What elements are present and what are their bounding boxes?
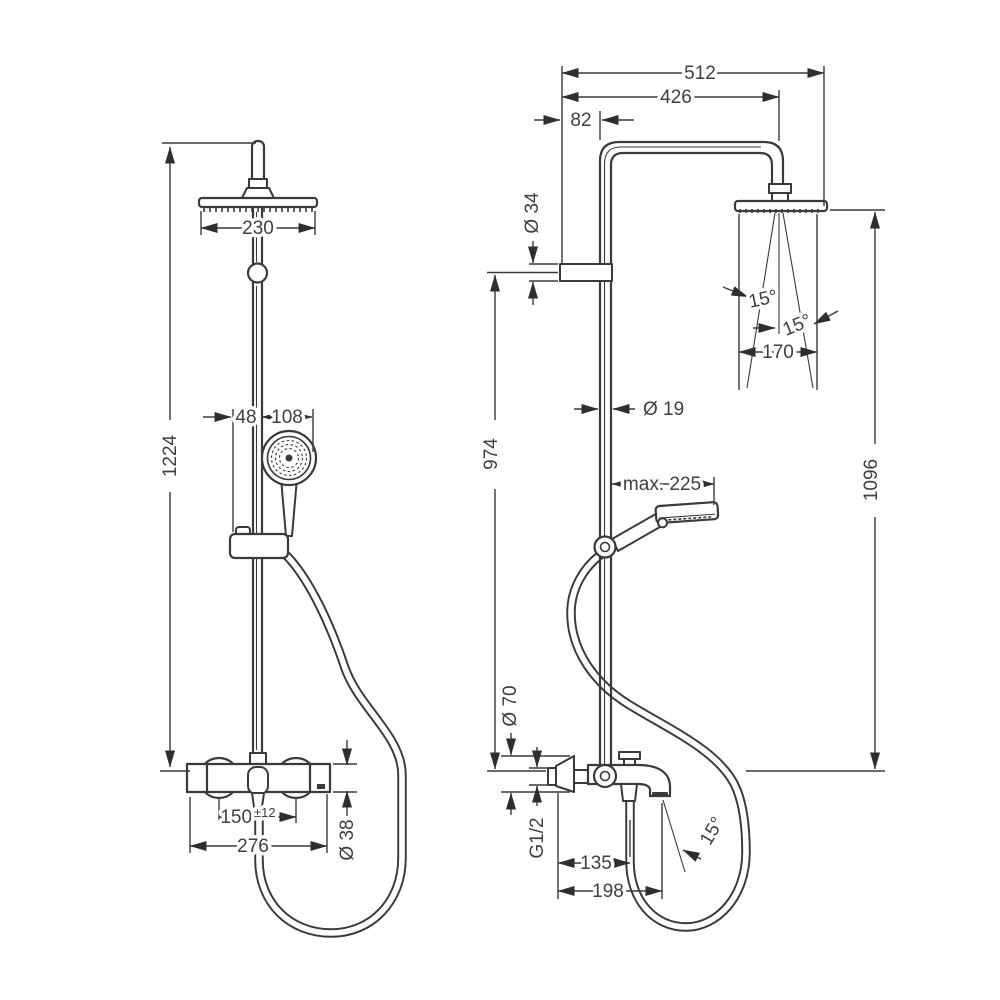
dim-276-label: 276 (237, 836, 269, 857)
dim-pipe-height: 974 (478, 271, 558, 772)
dim-230-label: 230 (242, 218, 274, 239)
holder-body (228, 532, 290, 560)
spout-angle-label: 15° (696, 814, 729, 849)
dim-150-value: 150 (220, 807, 252, 828)
dim-handshower-reach: max. 225 (611, 471, 715, 505)
spray-nozzles-front (739, 209, 819, 213)
dim-150-label: 150±12 (220, 805, 275, 828)
hand-shower-hook (657, 517, 669, 529)
dim-48-label: 48 (235, 407, 256, 428)
right-view: 512 426 82 Ø 34 974 (478, 60, 886, 932)
rail-top-cap (250, 139, 266, 185)
dim-max225-label: max. 225 (623, 474, 701, 495)
dim-bracket-diameter: Ø 34 (519, 188, 558, 305)
dim-wall-offset: 82 (534, 107, 634, 140)
dim-total-height-left: 1224 (157, 142, 256, 772)
wall-stub (547, 767, 557, 786)
shower-hose-right (566, 551, 751, 932)
shower-rail-left (241, 139, 275, 766)
head-connector-nut (768, 183, 792, 194)
dim-34-label: Ø 34 (522, 192, 543, 234)
dim-escutcheon-diameter: Ø 70 (497, 682, 570, 815)
hose-outlet-fitting (620, 783, 638, 802)
dim-valve-width: 276 (189, 794, 328, 861)
dim-connection-distance: 150±12 (217, 799, 297, 832)
dim-19-label: Ø 19 (643, 399, 684, 420)
diverter-knob-cap (618, 751, 641, 760)
dim-total-height-right: 1096 (746, 209, 886, 772)
hand-shower-left (260, 429, 318, 537)
dim-108-label: 108 (271, 407, 303, 428)
tub-spout-valve (547, 751, 672, 802)
overhead-shower-left (197, 196, 319, 212)
wall-bracket (559, 263, 613, 282)
connection-nipple (573, 769, 589, 784)
dim-reach-total: 512 (561, 60, 825, 263)
dim-135-label: 135 (580, 853, 612, 874)
valve-knob (592, 763, 618, 789)
hose-outlet (251, 792, 265, 808)
dim-spray-width: 170 (738, 214, 818, 390)
dim-70-label: Ø 70 (500, 685, 521, 726)
thermostat-valve (185, 756, 332, 808)
hand-shower-handle (280, 483, 298, 537)
dim-82-label: 82 (570, 110, 591, 131)
spout-opening (652, 792, 668, 797)
dim-150-tolerance: ±12 (254, 805, 276, 820)
spray-angle-right-label: 15° (780, 310, 815, 340)
dim-handshower-offsets: 48 108 (203, 404, 314, 532)
dim-pipe-diameter: Ø 19 (574, 396, 688, 424)
swivel-joint (246, 262, 269, 284)
dim-974-label: 974 (481, 438, 502, 470)
shower-hose-left (254, 551, 407, 938)
dim-512-label: 512 (684, 63, 716, 84)
dim-170-label: 170 (762, 342, 794, 363)
dim-valve-diameter: Ø 38 (333, 740, 362, 864)
pivot-holder (593, 535, 617, 559)
overhead-shower-right (733, 199, 829, 389)
head-cone (241, 187, 275, 199)
dim-426-label: 426 (660, 87, 692, 108)
hand-shower-head-side (654, 501, 720, 525)
shower-head-plate-front (733, 199, 829, 213)
dim-198-label: 198 (592, 881, 624, 902)
dim-thread: G1/2 (524, 747, 552, 862)
spray-line-left (746, 212, 776, 389)
hand-shower-right (593, 501, 720, 559)
dim-spout-angle: 15° (662, 799, 732, 873)
dim-1224-label: 1224 (160, 434, 181, 477)
dim-head-width: 230 (200, 211, 316, 243)
spray-angle-left-label: 15° (747, 286, 779, 313)
head-nut (248, 178, 268, 189)
dim-spout-reach: 135 198 (557, 793, 663, 906)
shower-head-plate (197, 196, 319, 209)
escutcheon (555, 755, 575, 793)
spray-line-right (782, 212, 814, 389)
dim-spray-angles: 15° 15° (722, 283, 839, 344)
valve-cartridge (247, 766, 269, 795)
slider-holder (228, 526, 290, 560)
dim-reach-arm: 426 (561, 84, 780, 141)
head-connector-cone (771, 192, 789, 202)
dim-1096-label: 1096 (861, 459, 882, 501)
left-view: 1224 230 48 108 150±12 (157, 139, 407, 938)
shower-pipe-right (559, 140, 792, 767)
dim-g12-label: G1/2 (527, 817, 548, 858)
spray-nozzles (203, 208, 313, 212)
dim-38-label: Ø 38 (337, 819, 358, 860)
